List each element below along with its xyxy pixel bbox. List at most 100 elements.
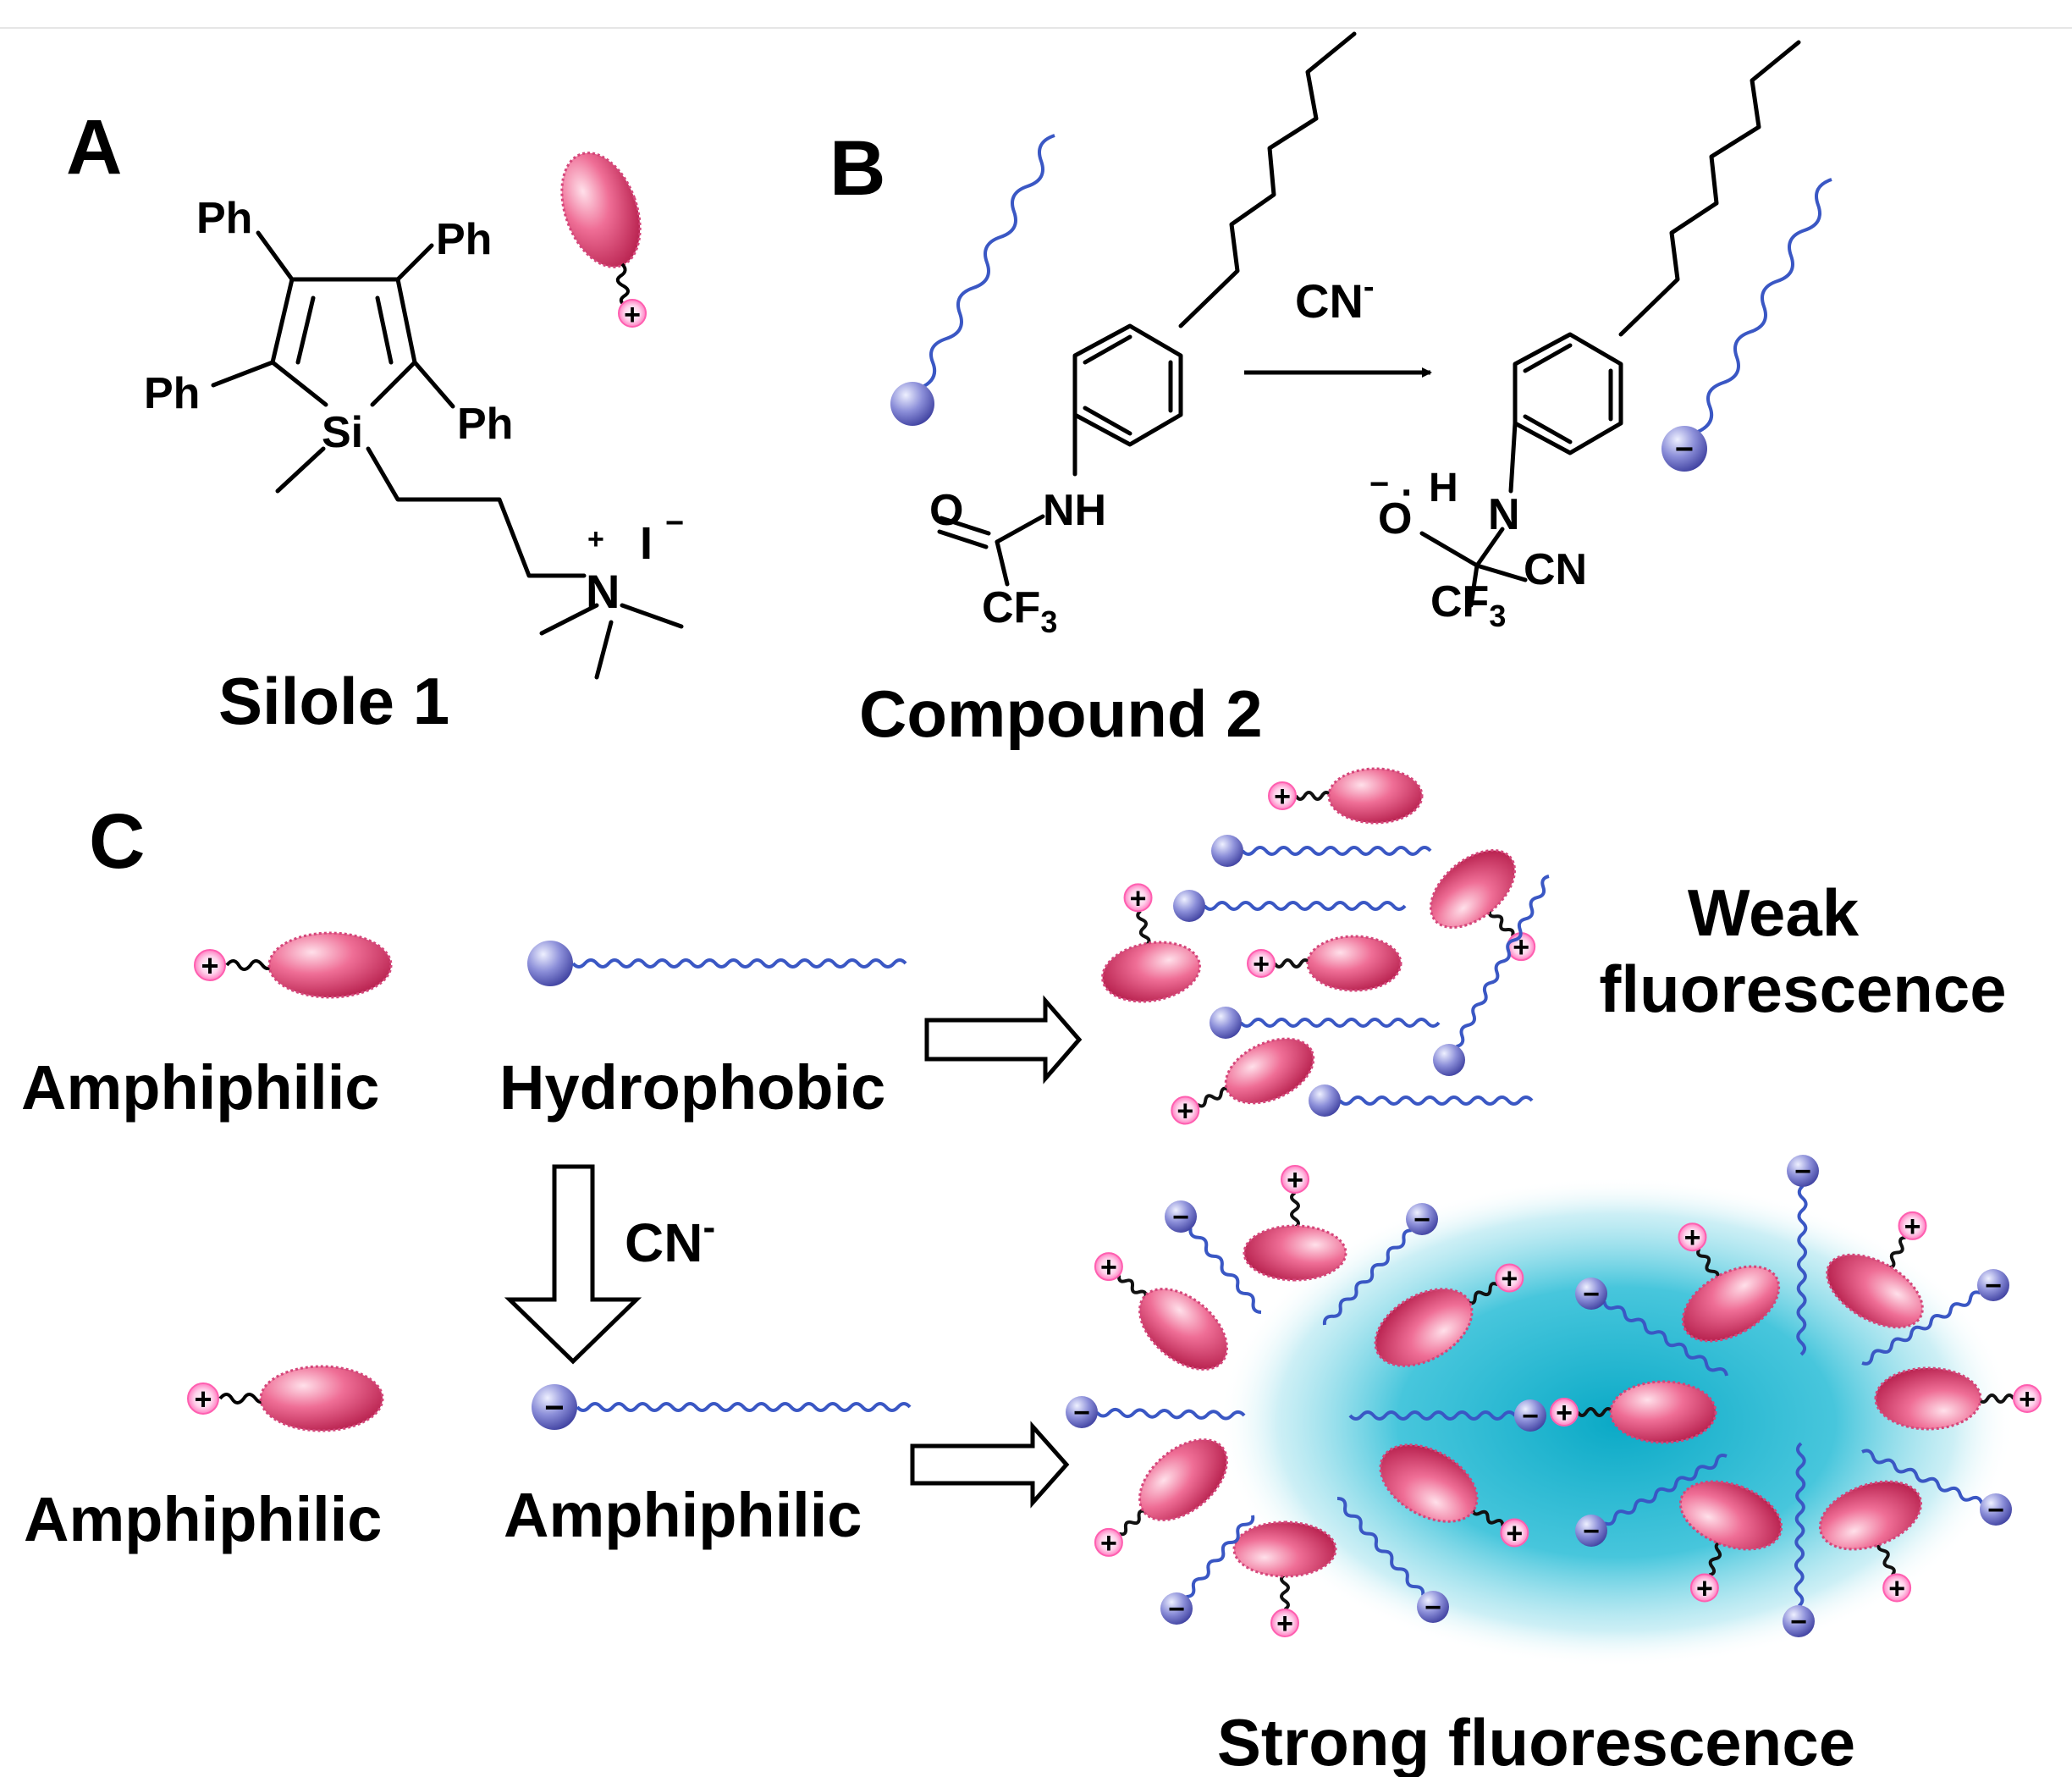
svg-text:−: − bbox=[1413, 1204, 1430, 1236]
svg-text:+: + bbox=[1276, 1608, 1293, 1640]
anion-icon-charge: − bbox=[1675, 432, 1694, 467]
svg-text:+: + bbox=[1501, 1263, 1518, 1295]
strong-label: Strong fluorescence bbox=[1217, 1705, 1855, 1777]
amphiphilic-label-3: Amphiphilic bbox=[504, 1480, 862, 1550]
amphiphilic-label-2: Amphiphilic bbox=[24, 1484, 382, 1554]
carbonyl-o-label: O bbox=[929, 486, 963, 535]
strong-chain-4: − bbox=[1322, 1203, 1438, 1326]
reaction-reagent: CN- bbox=[1295, 269, 1375, 328]
svg-text:+: + bbox=[201, 948, 218, 983]
svg-text:−: − bbox=[1168, 1593, 1185, 1625]
weak-label-line1: Weak bbox=[1688, 875, 1860, 950]
strong-silole-12: + bbox=[1818, 1480, 1923, 1605]
weak-label-line2: fluorescence bbox=[1599, 952, 2006, 1026]
svg-text:−: − bbox=[1987, 1494, 2004, 1526]
svg-text:+: + bbox=[1100, 1251, 1117, 1283]
panel-a-letter: A bbox=[66, 104, 122, 190]
row1-silole-icon: + bbox=[194, 931, 393, 999]
svg-text:−: − bbox=[1985, 1270, 2002, 1302]
strong-silole-8: + bbox=[1826, 1211, 1927, 1329]
silole-icon: + bbox=[560, 152, 647, 331]
strong-chain-5: − bbox=[1336, 1496, 1449, 1624]
svg-text:−: − bbox=[1583, 1278, 1600, 1311]
svg-text:+: + bbox=[1696, 1573, 1713, 1605]
strong-silole-5: + bbox=[1374, 1263, 1524, 1367]
strong-silole-6: + bbox=[1379, 1443, 1529, 1550]
compound-2-label: Compound 2 bbox=[859, 676, 1263, 751]
c-reagent: CN- bbox=[625, 1206, 715, 1273]
si-label: Si bbox=[322, 408, 363, 457]
weak-chain-4 bbox=[1433, 875, 1550, 1076]
svg-text:−: − bbox=[1790, 1606, 1807, 1638]
panel-b-letter: B bbox=[829, 125, 885, 212]
svg-text:−: − bbox=[544, 1389, 564, 1427]
panel-c-letter: C bbox=[89, 798, 145, 885]
row2-anion-icon: − bbox=[532, 1384, 912, 1430]
n-label: N bbox=[586, 565, 620, 618]
strong-chain-8: − bbox=[1575, 1278, 1728, 1377]
product-cn-label: CN bbox=[1524, 545, 1587, 594]
ph-label-1: Ph bbox=[196, 194, 252, 243]
strong-chain-6: − bbox=[1348, 1399, 1546, 1432]
panel-c: C + Amphiphilic Hydrophobic CN- + − bbox=[21, 767, 2042, 1777]
strong-chain-3: − bbox=[1160, 1515, 1255, 1625]
right-arrow-strong bbox=[910, 1421, 1070, 1509]
compound-2-anion-icon: − bbox=[1661, 178, 1832, 472]
weak-silole-1: + bbox=[1268, 767, 1424, 825]
strong-chain-11: − bbox=[1861, 1449, 2012, 1526]
strong-silole-10: + bbox=[1874, 1366, 2042, 1431]
iodide-label: I bbox=[640, 518, 653, 569]
svg-text:+: + bbox=[1888, 1573, 1905, 1605]
ph-label-3: Ph bbox=[144, 369, 200, 418]
strong-chain-2: − bbox=[1066, 1396, 1246, 1429]
row2-silole-icon: + bbox=[187, 1365, 384, 1432]
ph-label-2: Ph bbox=[436, 215, 492, 264]
strong-chain-7: − bbox=[1787, 1155, 1819, 1356]
panel-a: A Ph Ph Ph Ph Si N + I − bbox=[66, 104, 684, 738]
strong-chain-12: − bbox=[1783, 1442, 1815, 1638]
silole-structure bbox=[211, 230, 684, 680]
svg-text:+: + bbox=[1274, 781, 1291, 813]
weak-chain-2 bbox=[1173, 890, 1407, 922]
nh-label: NH bbox=[1043, 486, 1106, 535]
strong-silole-1: + bbox=[1243, 1164, 1347, 1282]
svg-text:+: + bbox=[1684, 1222, 1701, 1254]
right-arrow-weak bbox=[924, 995, 1083, 1084]
amphiphilic-label-1: Amphiphilic bbox=[21, 1052, 379, 1123]
strong-chain-9: − bbox=[1861, 1269, 2009, 1366]
svg-text:+: + bbox=[1100, 1527, 1117, 1559]
n-plus-charge: + bbox=[587, 523, 604, 555]
compound-2-icon bbox=[890, 134, 1055, 426]
svg-text:+: + bbox=[1253, 948, 1270, 980]
panel-b: B O NH CF3 CN- bbox=[829, 31, 1832, 751]
svg-text:−: − bbox=[1172, 1201, 1189, 1233]
svg-text:+: + bbox=[1904, 1211, 1921, 1243]
svg-text:−: − bbox=[1794, 1156, 1811, 1188]
weak-silole-5: + bbox=[1171, 1037, 1315, 1127]
product-h-label: H bbox=[1429, 466, 1458, 510]
svg-text:−: − bbox=[1424, 1592, 1441, 1624]
svg-text:+: + bbox=[1177, 1095, 1193, 1127]
svg-text:+: + bbox=[194, 1382, 212, 1416]
weak-chain-5 bbox=[1309, 1084, 1534, 1117]
weak-chain-3 bbox=[1210, 1007, 1441, 1039]
svg-text:+: + bbox=[1287, 1164, 1303, 1196]
weak-silole-4: + bbox=[1429, 849, 1536, 963]
silole-icon-charge: + bbox=[624, 299, 641, 331]
svg-text:+: + bbox=[1130, 882, 1147, 914]
svg-text:+: + bbox=[2019, 1383, 2036, 1416]
product-o-label: O bbox=[1378, 494, 1412, 544]
strong-silole-3: + bbox=[1094, 1438, 1228, 1559]
down-arrow bbox=[504, 1164, 642, 1365]
strong-silole-7: + bbox=[1678, 1222, 1781, 1343]
cf3-label: CF3 bbox=[982, 583, 1057, 639]
strong-silole-4: + bbox=[1232, 1520, 1337, 1640]
weak-silole-2: + bbox=[1101, 882, 1201, 1003]
product-structure bbox=[1419, 40, 1801, 608]
hydrophobic-label: Hydrophobic bbox=[499, 1052, 885, 1123]
strong-chain-1: − bbox=[1165, 1200, 1262, 1314]
weak-aggregate: + + + + + bbox=[1101, 767, 1550, 1127]
iodide-charge: − bbox=[665, 505, 684, 541]
strong-silole-2: + bbox=[1094, 1251, 1228, 1371]
